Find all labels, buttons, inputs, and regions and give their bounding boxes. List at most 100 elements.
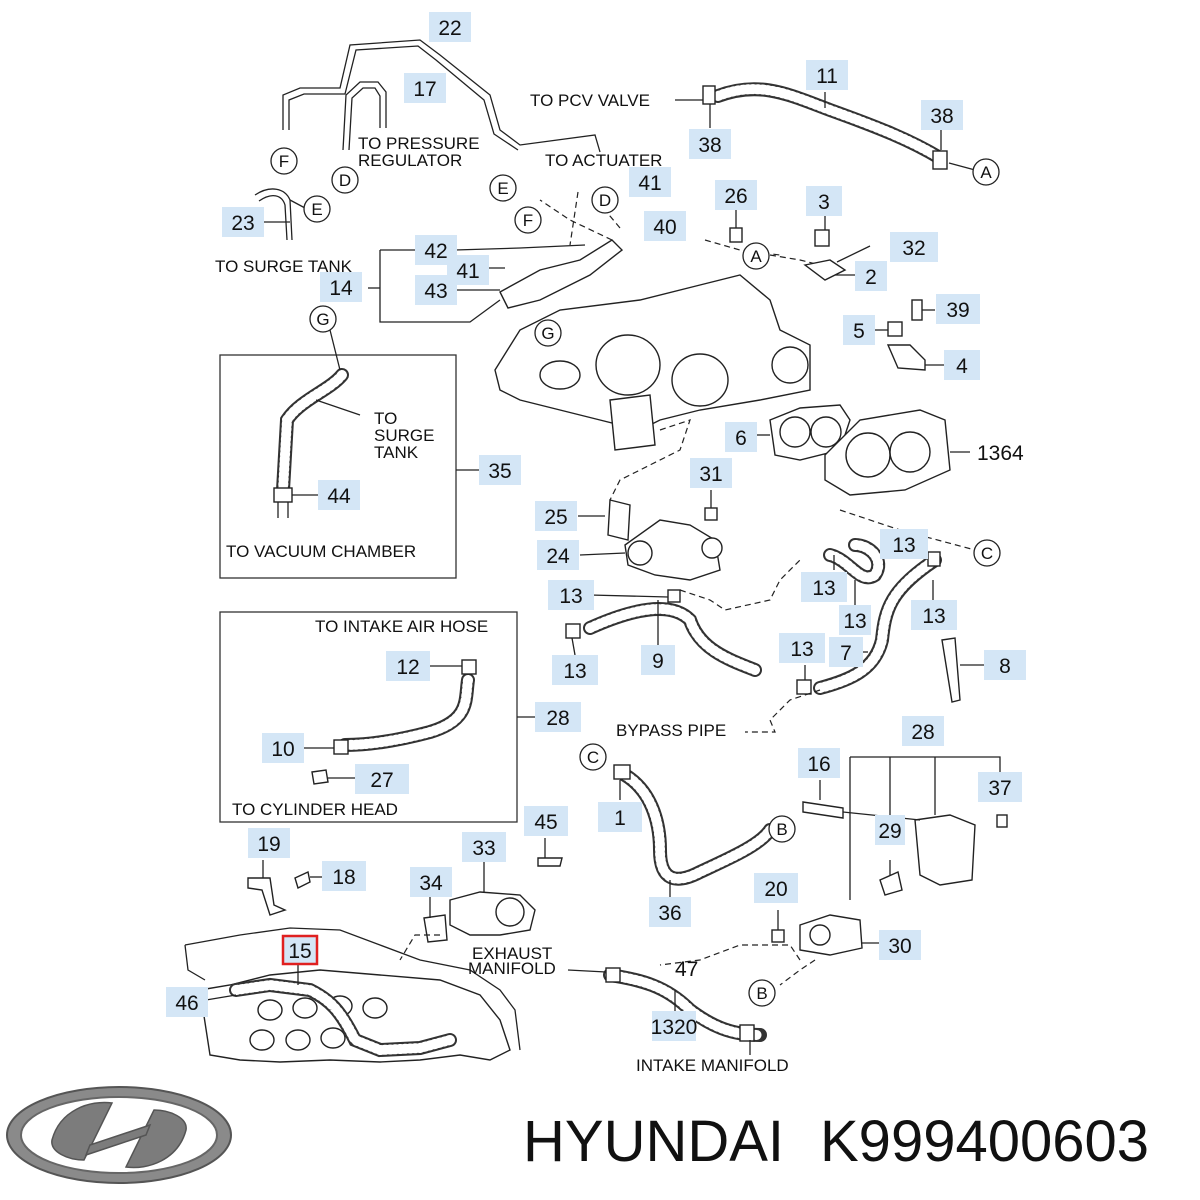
svg-text:38: 38: [930, 105, 953, 128]
part-tag: 22: [429, 12, 471, 42]
svg-text:14: 14: [329, 277, 353, 300]
svg-text:41: 41: [638, 172, 661, 195]
svg-text:13: 13: [922, 605, 945, 628]
svg-text:20: 20: [764, 878, 787, 901]
part-tag: 46: [166, 987, 208, 1017]
svg-text:39: 39: [946, 299, 969, 322]
part-tag: 28: [902, 716, 944, 746]
reference-letters: F D E E D F A A G G C C B B: [270, 147, 1001, 1007]
part-tag: 13: [548, 580, 594, 610]
brand-name: HYUNDAI: [523, 1109, 784, 1174]
part-tag: 13: [801, 572, 847, 602]
part-tag: 34: [410, 867, 452, 897]
svg-text:37: 37: [988, 777, 1011, 800]
part-tag: 28: [535, 702, 581, 732]
part-tag: 13: [911, 600, 957, 630]
svg-text:13: 13: [843, 610, 866, 633]
svg-text:22: 22: [438, 17, 461, 40]
svg-text:43: 43: [424, 280, 447, 303]
part-tag: 37: [978, 772, 1022, 802]
svg-text:42: 42: [424, 240, 447, 263]
part-tag: 42: [415, 235, 457, 265]
ref-circle: E: [303, 195, 331, 223]
text-labels: TO PCV VALVE TO PRESSURE REGULATOR TO AC…: [215, 91, 789, 1075]
label-to-pcv-valve: TO PCV VALVE: [530, 91, 650, 110]
ref-circle: F: [270, 147, 298, 175]
svg-text:1: 1: [614, 807, 626, 830]
label-to-cylinder-head: TO CYLINDER HEAD: [232, 800, 398, 819]
label-bypass-pipe: BYPASS PIPE: [616, 721, 726, 740]
svg-text:40: 40: [653, 216, 676, 239]
part-tag: 13: [552, 655, 598, 685]
ref-circle: F: [514, 206, 542, 234]
svg-text:24: 24: [546, 545, 570, 568]
ref-circle: G: [534, 319, 562, 347]
part-tag: 13: [839, 605, 871, 635]
part-tag: 19: [248, 828, 290, 858]
part-tag: 7: [829, 637, 863, 667]
part-tag: 1: [598, 802, 642, 832]
svg-text:31: 31: [699, 463, 722, 486]
svg-text:35: 35: [488, 460, 511, 483]
part-tag: 30: [879, 930, 921, 960]
part-tag: 17: [404, 73, 446, 103]
svg-text:25: 25: [544, 506, 567, 529]
svg-text:32: 32: [902, 237, 925, 260]
part-tag: 1320: [651, 1011, 698, 1041]
svg-text:A: A: [980, 163, 992, 182]
svg-text:A: A: [750, 247, 762, 266]
part-tag: 45: [524, 806, 568, 836]
line-art: [184, 39, 1008, 1063]
ref-circle: C: [973, 539, 1001, 567]
label-to-intake-air-hose: TO INTAKE AIR HOSE: [315, 617, 488, 636]
part-tag: 13: [779, 633, 825, 663]
label-to-surge-tank: TO SURGE TANK: [215, 257, 353, 276]
svg-text:G: G: [316, 310, 329, 329]
part-tag: 25: [535, 501, 577, 531]
svg-text:7: 7: [840, 642, 852, 665]
svg-text:47: 47: [675, 958, 698, 981]
part-tag: 23: [222, 207, 264, 237]
part-tag: 6: [725, 422, 757, 452]
label-manifold: MANIFOLD: [468, 959, 556, 978]
svg-text:1320: 1320: [651, 1016, 698, 1039]
label-to: TO: [374, 409, 397, 428]
ref-circle: G: [309, 305, 337, 333]
svg-text:C: C: [587, 748, 599, 767]
svg-text:2: 2: [865, 266, 877, 289]
svg-text:E: E: [311, 200, 322, 219]
svg-text:36: 36: [658, 902, 681, 925]
svg-text:11: 11: [816, 65, 838, 88]
part-tag: 15: [281, 934, 319, 966]
ref-circle: B: [768, 815, 796, 843]
svg-text:10: 10: [271, 738, 294, 761]
part-tag: 5: [843, 315, 875, 345]
part-tags: 22 17 11 38 38 41 40 26 3 32 23 42 41 14…: [166, 12, 1026, 1041]
part-tag: 13: [880, 529, 928, 559]
part-tag: 43: [415, 275, 457, 305]
svg-text:13: 13: [892, 534, 915, 557]
label-regulator: REGULATOR: [358, 151, 462, 170]
svg-text:9: 9: [652, 650, 664, 673]
svg-text:C: C: [981, 544, 993, 563]
part-tag: 2: [855, 261, 887, 291]
svg-text:33: 33: [472, 837, 495, 860]
svg-text:18: 18: [332, 866, 355, 889]
part-tag: 40: [644, 211, 686, 241]
svg-text:D: D: [339, 171, 351, 190]
label-exhaust: EXHAUST: [472, 944, 552, 963]
part-tag: 33: [462, 832, 506, 862]
part-tag: 20: [754, 873, 798, 903]
svg-text:4: 4: [956, 355, 968, 378]
ref-circle: A: [972, 158, 1000, 186]
svg-text:15: 15: [288, 940, 311, 963]
svg-text:30: 30: [888, 935, 911, 958]
part-tag: 8: [984, 650, 1026, 680]
part-tag: 47: [675, 958, 698, 981]
svg-text:6: 6: [735, 427, 747, 450]
svg-text:13: 13: [790, 638, 813, 661]
part-tag: 44: [318, 480, 360, 510]
label-intake-manifold: INTAKE MANIFOLD: [636, 1056, 789, 1075]
svg-text:29: 29: [878, 820, 901, 843]
svg-text:G: G: [541, 324, 554, 343]
